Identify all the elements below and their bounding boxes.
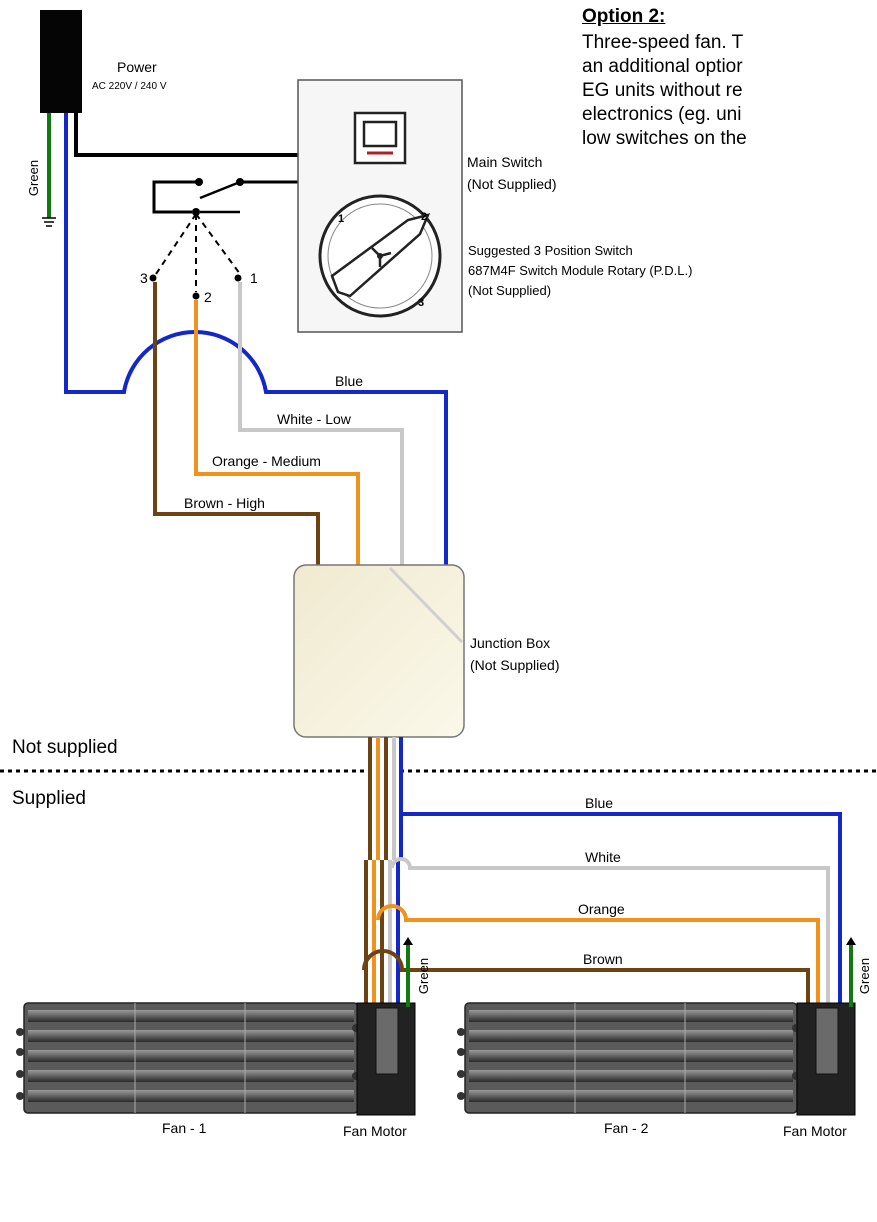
brown-wire-lower xyxy=(362,949,810,1005)
orange-wire-lower xyxy=(376,904,820,1005)
orange-upper-label: Orange - Medium xyxy=(212,453,321,469)
rotary-switch-label-3: (Not Supplied) xyxy=(468,283,551,298)
white-wire-lower xyxy=(390,857,830,1005)
selector-terminals xyxy=(149,213,242,300)
power-ground-label: Green xyxy=(26,160,41,196)
svg-text:3: 3 xyxy=(418,297,424,309)
blue-lower-label: Blue xyxy=(585,795,613,811)
brown-lower-label: Brown xyxy=(583,951,623,967)
fan-2-heater xyxy=(457,1002,800,1114)
power-label: Power xyxy=(117,59,157,75)
fan-1-ground-wire xyxy=(403,937,413,1007)
blue-upper-label: Blue xyxy=(335,373,363,389)
main-switch-label-1: Main Switch xyxy=(467,154,542,170)
junction-box-label-2: (Not Supplied) xyxy=(470,657,560,673)
brown-wire-upper xyxy=(153,282,320,572)
option-text-line-3: EG units without re xyxy=(582,80,743,101)
fan-1-motor-label: Fan Motor xyxy=(343,1123,407,1139)
not-supplied-label: Not supplied xyxy=(12,737,118,758)
main-switch-lever xyxy=(152,178,300,216)
junction-box xyxy=(293,564,465,738)
terminal-label-2: 2 xyxy=(204,289,212,305)
wire-bundle-fan-1 xyxy=(364,737,403,1005)
power-ground-wire xyxy=(42,113,56,227)
option-text-line-5: low switches on the xyxy=(582,128,747,149)
svg-text:2: 2 xyxy=(421,211,427,223)
power-spec: AC 220V / 240 V xyxy=(92,81,167,92)
rotary-switch-label-2: 687M4F Switch Module Rotary (P.D.L.) xyxy=(468,263,692,278)
power-supply xyxy=(40,10,82,113)
brown-upper-label: Brown - High xyxy=(184,495,265,511)
fan-1-label: Fan - 1 xyxy=(162,1120,207,1136)
blue-wire-lower xyxy=(402,812,842,1005)
orange-lower-label: Orange xyxy=(578,901,625,917)
orange-wire-upper xyxy=(194,300,360,572)
fan-1-motor xyxy=(356,1002,416,1116)
white-wire-upper xyxy=(238,282,404,572)
white-upper-label: White - Low xyxy=(277,411,352,427)
fan-1-heater xyxy=(16,1002,360,1114)
main-switch-icon xyxy=(353,111,407,165)
option-text-line-4: electronics (eg. uni xyxy=(582,104,742,125)
svg-text:1: 1 xyxy=(338,213,344,225)
fan-2-motor-label: Fan Motor xyxy=(783,1123,847,1139)
option-text-line-1: Three-speed fan. T xyxy=(582,32,744,53)
supplied-label: Supplied xyxy=(12,788,86,809)
fan-2-ground-label: Green xyxy=(857,958,872,994)
terminal-label-1: 1 xyxy=(250,270,258,286)
option-text-line-2: an additional optior xyxy=(582,56,743,77)
option-title: Option 2: xyxy=(582,6,666,27)
junction-box-label-1: Junction Box xyxy=(470,635,550,651)
fan-2-motor xyxy=(796,1002,856,1116)
white-lower-label: White xyxy=(585,849,621,865)
fan-2-ground-wire xyxy=(846,937,856,1007)
fan-1-ground-label: Green xyxy=(416,958,431,994)
terminal-label-3: 3 xyxy=(140,270,148,286)
main-switch-label-2: (Not Supplied) xyxy=(467,176,557,192)
black-live-wire xyxy=(74,113,300,157)
rotary-switch-label-1: Suggested 3 Position Switch xyxy=(468,243,633,258)
fan-2-label: Fan - 2 xyxy=(604,1120,649,1136)
rotary-switch-icon: 1 2 3 xyxy=(318,194,442,318)
